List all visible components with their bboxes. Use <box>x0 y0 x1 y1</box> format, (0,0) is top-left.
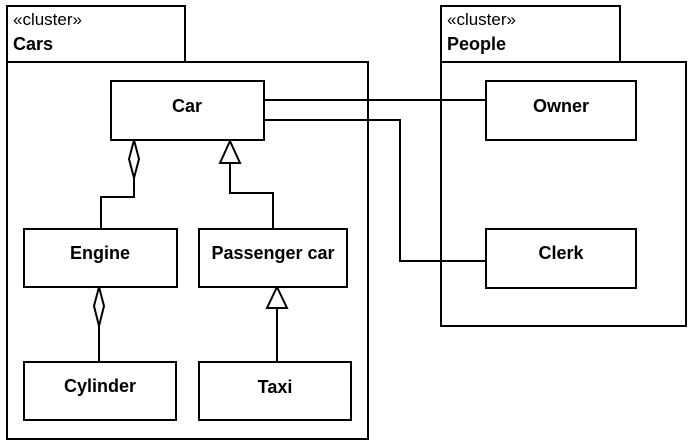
class-owner-box <box>485 80 637 141</box>
package-cars-name: Cars <box>13 34 53 54</box>
class-car[interactable]: Car <box>110 80 265 141</box>
class-taxi[interactable]: Taxi <box>198 361 352 421</box>
class-clerk-box <box>485 228 637 289</box>
class-car-box <box>110 80 265 141</box>
class-engine[interactable]: Engine <box>23 228 178 288</box>
package-cars-tab <box>6 5 186 64</box>
generalization-passengercar-car <box>218 138 274 229</box>
class-cylinder[interactable]: Cylinder <box>23 361 177 421</box>
generalization-taxi-passengercar <box>265 284 289 362</box>
aggregation-line <box>100 178 135 229</box>
class-taxi-name: Taxi <box>258 377 293 397</box>
package-people-tab <box>440 5 621 64</box>
class-engine-name: Engine <box>70 243 130 263</box>
generalization-arrowhead <box>218 138 242 164</box>
aggregation-diamond <box>127 136 141 182</box>
class-engine-box <box>23 228 178 288</box>
package-people-name: People <box>447 34 506 54</box>
package-people-stereotype: «cluster» <box>447 10 516 29</box>
class-cylinder-box <box>23 361 177 421</box>
class-clerk[interactable]: Clerk <box>485 228 637 289</box>
generalization-line <box>229 163 274 229</box>
aggregation-diamond <box>92 283 106 327</box>
class-clerk-name: Clerk <box>538 243 584 263</box>
aggregation-car-engine <box>100 136 141 229</box>
class-car-name: Car <box>172 96 202 116</box>
association-car-clerk <box>264 119 486 262</box>
class-taxi-box <box>198 361 352 421</box>
class-owner[interactable]: Owner <box>485 80 637 141</box>
class-owner-name: Owner <box>533 96 589 116</box>
class-passenger-car-box <box>198 228 348 288</box>
class-passenger-car[interactable]: Passenger car <box>198 228 348 288</box>
class-cylinder-name: Cylinder <box>64 376 136 396</box>
generalization-arrowhead <box>265 284 289 309</box>
class-passenger-car-name: Passenger car <box>211 243 334 263</box>
aggregation-engine-cylinder <box>92 283 106 362</box>
package-cars-stereotype: «cluster» <box>13 10 82 29</box>
